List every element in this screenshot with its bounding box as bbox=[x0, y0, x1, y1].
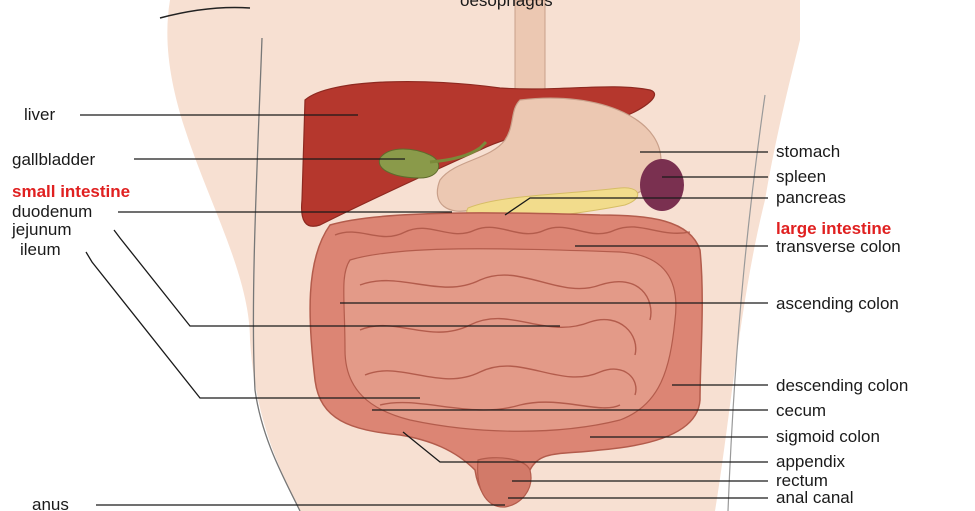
label-anal-canal: anal canal bbox=[776, 489, 854, 506]
label-spleen: spleen bbox=[776, 168, 826, 185]
label-gallbladder: gallbladder bbox=[12, 151, 95, 168]
label-descending-colon: descending colon bbox=[776, 377, 908, 394]
small-intestine-organ bbox=[344, 249, 676, 432]
label-pancreas: pancreas bbox=[776, 189, 846, 206]
label-rectum: rectum bbox=[776, 472, 828, 489]
label-small-intestine: small intestine bbox=[12, 183, 130, 200]
label-ileum: ileum bbox=[20, 241, 61, 258]
label-transverse-colon: transverse colon bbox=[776, 238, 901, 255]
label-large-intestine: large intestine bbox=[776, 220, 891, 237]
label-appendix: appendix bbox=[776, 453, 845, 470]
label-ascending-colon: ascending colon bbox=[776, 295, 899, 312]
spleen-organ bbox=[640, 159, 684, 211]
label-cecum: cecum bbox=[776, 402, 826, 419]
label-liver: liver bbox=[24, 106, 55, 123]
label-sigmoid-colon: sigmoid colon bbox=[776, 428, 880, 445]
label-jejunum: jejunum bbox=[12, 221, 72, 238]
label-stomach: stomach bbox=[776, 143, 840, 160]
label-anus: anus bbox=[32, 496, 69, 511]
label-oesophagus: oesophagus bbox=[460, 0, 553, 9]
label-duodenum: duodenum bbox=[12, 203, 92, 220]
